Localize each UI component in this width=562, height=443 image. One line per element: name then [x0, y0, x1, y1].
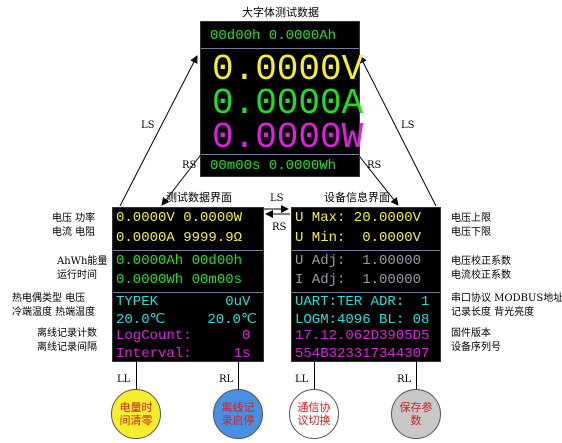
big-power: 0.0000W [212, 117, 364, 158]
test-screen-title: 测试数据界面 [166, 191, 232, 204]
stem-3 [314, 362, 315, 390]
stem-4 [416, 362, 417, 390]
test-row-2: 0.0000A 9999.9Ω [116, 230, 243, 246]
device-label-2: 电压下限 [451, 227, 491, 238]
big-bottom-line: 00m00s 0.0000Wh [210, 158, 337, 174]
device-label-1: 电压上限 [451, 213, 491, 224]
label-ls-mid: LS [270, 193, 284, 204]
test-label-8: 离线记录间隔 [37, 342, 97, 353]
button-offline-log-toggle[interactable]: 离线记 录启停 [213, 389, 263, 439]
button-label-1: 电量时 间清零 [119, 401, 153, 427]
test-row-6: 20.0℃ 20.0℃ [116, 312, 257, 328]
test-screen: 0.0000V 0.0000W 0.0000A 9999.9Ω 0.0000Ah… [112, 207, 264, 362]
label-rs-right: RS [367, 160, 382, 171]
device-screen-title: 设备信息界面 [324, 191, 390, 204]
test-label-1: 电压 功率 [52, 213, 96, 224]
button-key-3: LL [295, 374, 309, 385]
test-label-4: 运行时间 [57, 270, 97, 281]
test-row-7: LogCount: 0 [116, 328, 251, 344]
label-ls-right: LS [401, 120, 415, 131]
label-rs-left: RS [182, 160, 197, 171]
test-label-5: 热电偶类型 电压 [12, 293, 86, 304]
device-label-7: 固件版本 [451, 328, 491, 339]
big-current: 0.0000A [212, 83, 364, 124]
button-key-1: LL [117, 374, 131, 385]
device-row-7: 17.12.062D3905D5 [295, 328, 430, 344]
test-label-2: 电流 电阻 [52, 227, 96, 238]
button-label-3: 通信协 议切换 [297, 401, 331, 427]
arrow-ls-right [359, 55, 437, 207]
big-screen: 00d00h 0.0000Ah 0.0000V 0.0000A 0.0000W … [200, 21, 364, 177]
device-label-5: 串口协议 MODBUS地址 [451, 293, 562, 304]
arrow-rs-left [161, 151, 204, 206]
button-label-2: 离线记 录启停 [221, 401, 255, 427]
test-label-7: 离线记录计数 [37, 328, 97, 339]
test-row-8: Interval: 1s [116, 346, 251, 362]
big-top-line: 00d00h 0.0000Ah [210, 28, 337, 44]
test-label-3: AhWh能量 [57, 256, 108, 267]
device-row-2: U Min: 0.0000V [295, 230, 422, 246]
test-row-5: TYPEK 0uV [116, 294, 251, 310]
button-label-4: 保存参 数 [399, 401, 433, 427]
stem-2 [238, 362, 239, 390]
device-label-8: 设备序列号 [451, 342, 501, 353]
device-label-4: 电流校正系数 [451, 270, 511, 281]
device-label-6: 记录长度 背光亮度 [451, 307, 535, 318]
arrow-rs-right [355, 151, 399, 206]
device-row-8: 554B323317344307 [295, 346, 430, 362]
device-row-6: LOGM:4096 BL: 08 [295, 312, 430, 328]
test-row-1: 0.0000V 0.0000W [116, 210, 243, 226]
button-key-2: RL [219, 374, 234, 385]
device-row-1: U Max: 20.0000V [295, 210, 422, 226]
button-save-params[interactable]: 保存参 数 [391, 389, 441, 439]
test-label-6: 冷端温度 热端温度 [12, 307, 96, 318]
label-ls-left: LS [141, 120, 155, 131]
test-row-3: 0.0000Ah 00d00h [116, 253, 243, 269]
device-row-4: I Adj: 1.00000 [295, 272, 422, 288]
label-rs-mid: RS [272, 222, 287, 233]
device-label-3: 电压校正系数 [451, 256, 511, 267]
arrow-ls-left [119, 55, 198, 207]
device-row-3: U Adj: 1.00000 [295, 253, 422, 269]
button-reset-energy-time[interactable]: 电量时 间清零 [111, 389, 161, 439]
button-key-4: RL [397, 374, 412, 385]
device-screen: U Max: 20.0000V U Min: 0.0000V U Adj: 1.… [291, 207, 441, 362]
button-protocol-switch[interactable]: 通信协 议切换 [289, 389, 339, 439]
big-voltage: 0.0000V [212, 49, 364, 90]
test-row-4: 0.0000Wh 00m00s [116, 272, 243, 288]
big-screen-title: 大字体测试数据 [242, 6, 319, 19]
device-row-5: UART:TER ADR: 1 [295, 294, 430, 310]
stem-1 [136, 362, 137, 390]
